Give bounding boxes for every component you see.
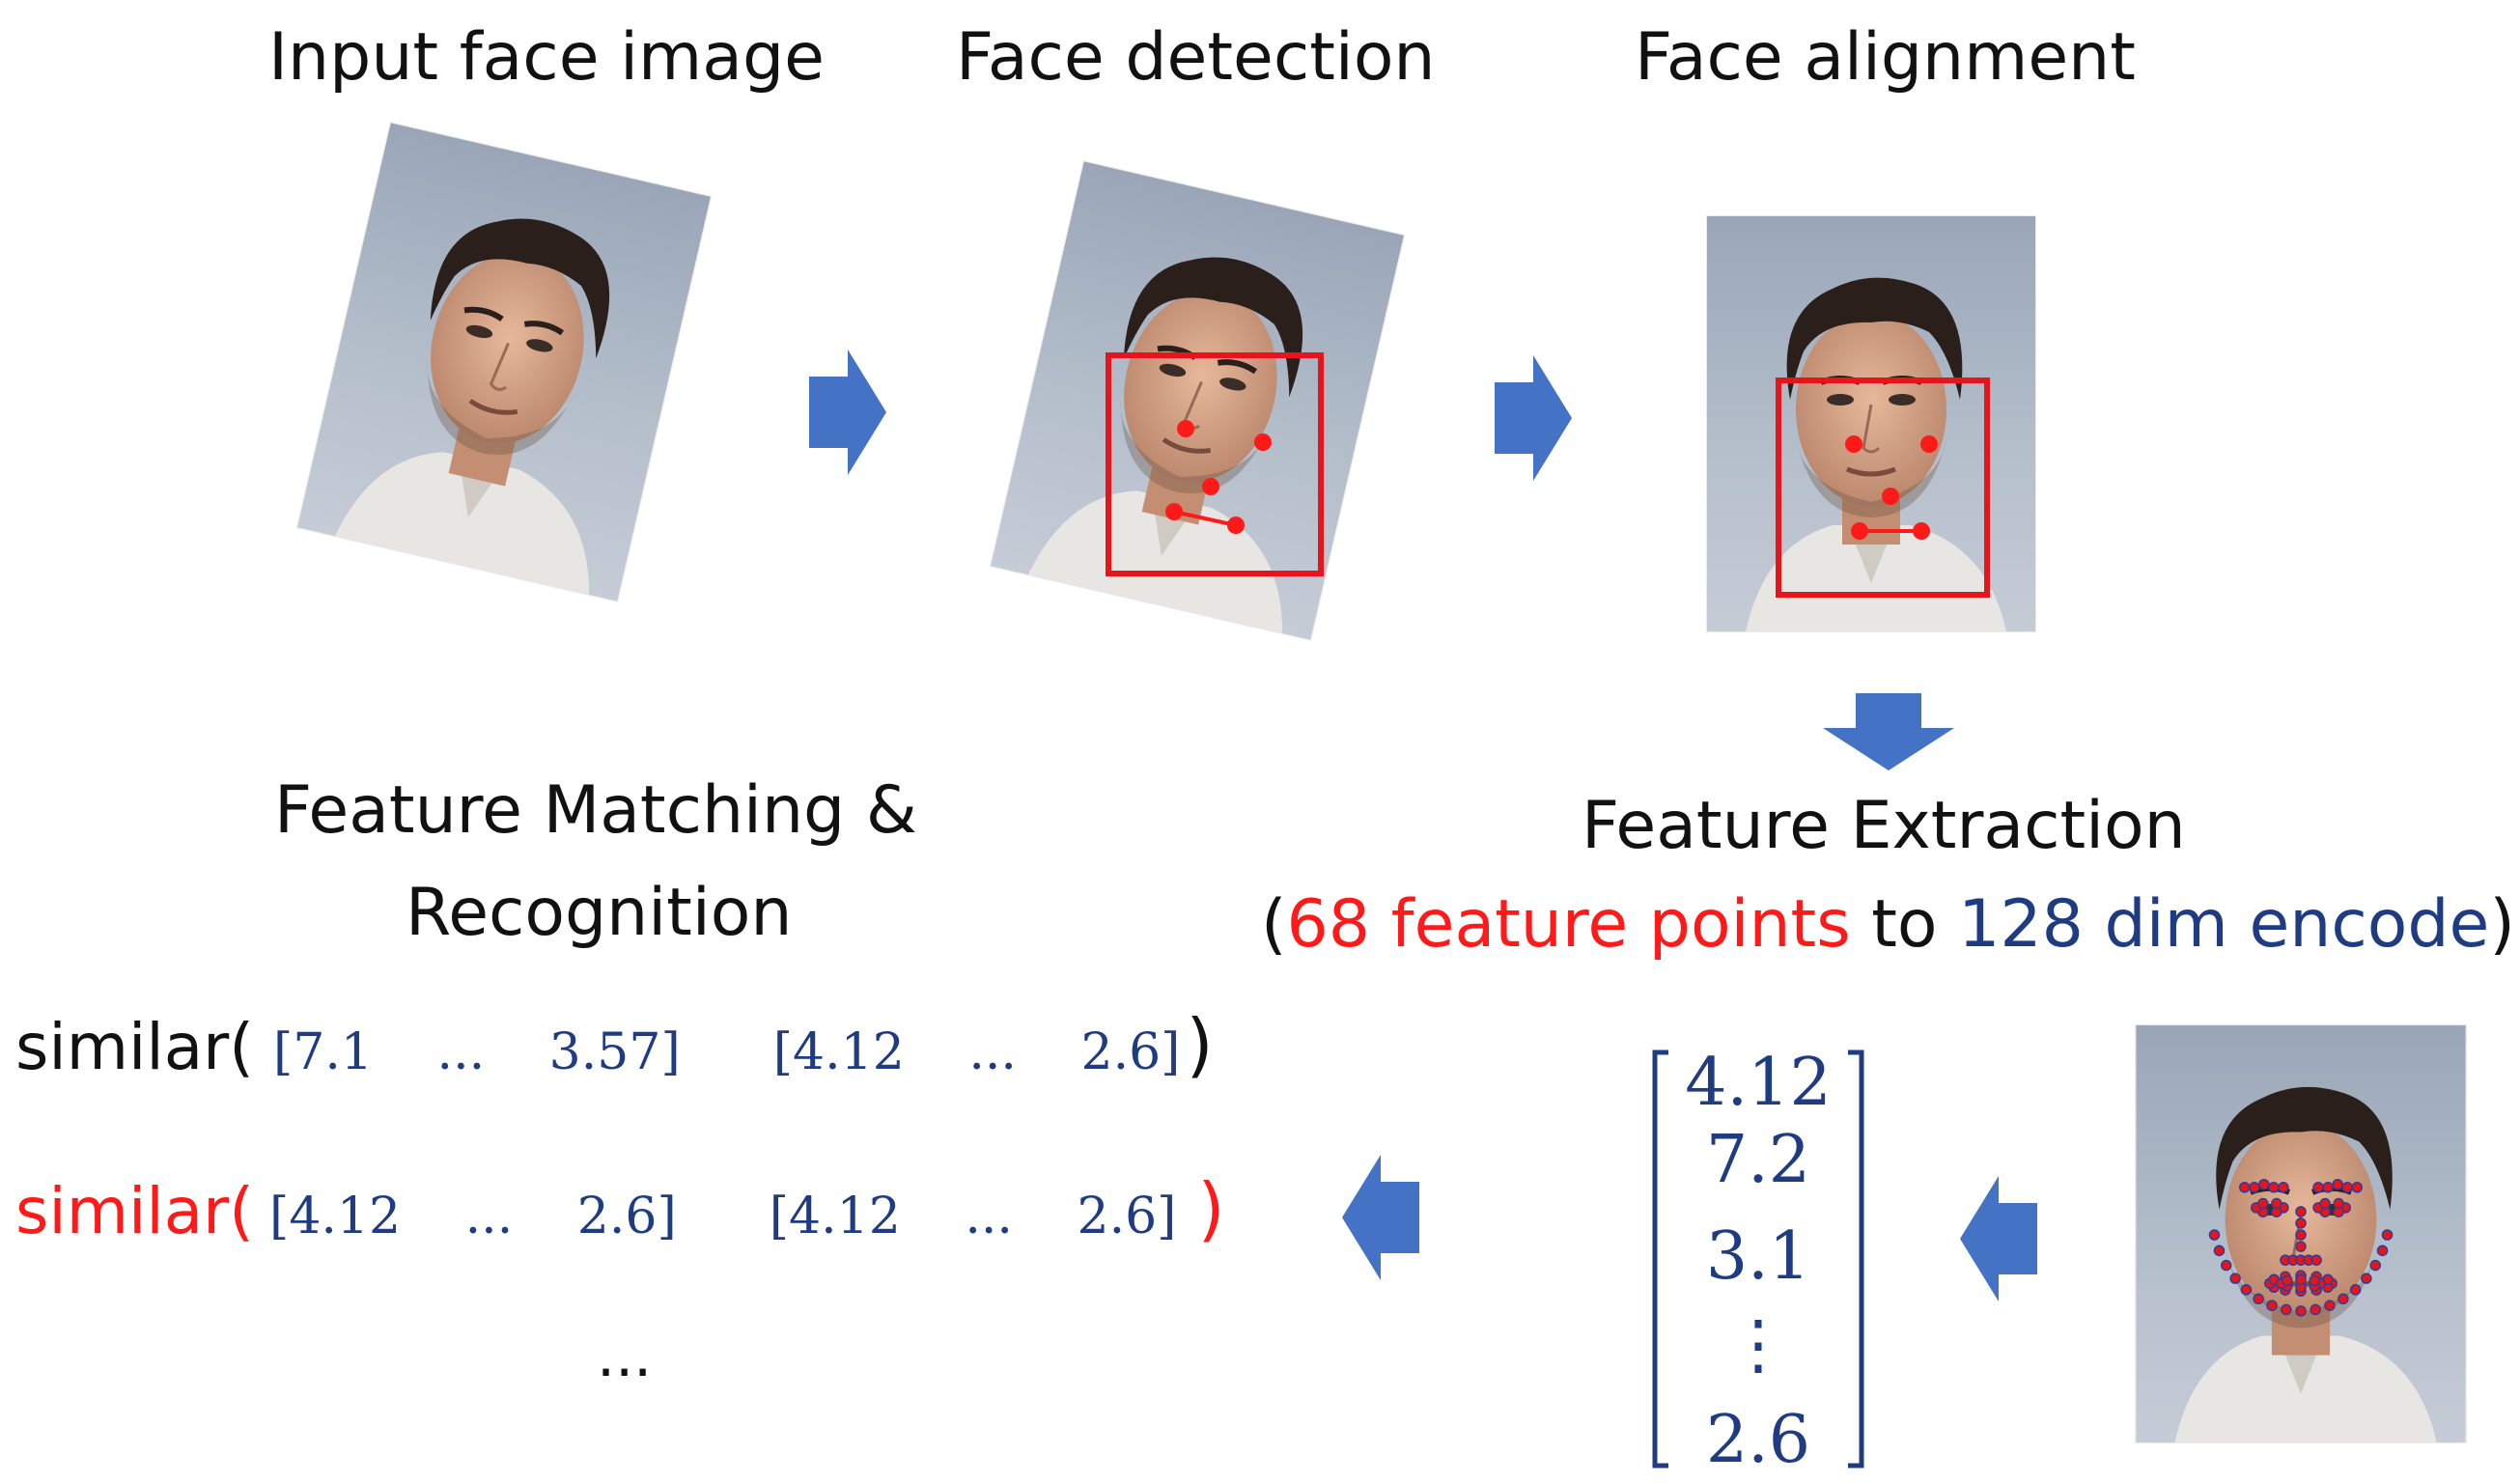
vector-b: [4.12 ... 2.6]	[773, 1023, 1181, 1081]
vector-a: [4.12 ... 2.6]	[269, 1188, 677, 1245]
close-paren: )	[1186, 1004, 1214, 1085]
landmark-point	[2376, 1245, 2389, 1257]
vec-dots: ...	[968, 1023, 1017, 1081]
ellipsis: ...	[597, 1323, 653, 1390]
face-bounding-box	[1106, 352, 1324, 576]
landmark-point	[2381, 1229, 2394, 1241]
vec-dots: ...	[464, 1188, 514, 1245]
landmark-point	[2238, 1182, 2251, 1193]
similar-func: similar(	[15, 1010, 255, 1084]
landmark-point	[2229, 1273, 2241, 1284]
landmark-point	[2295, 1305, 2307, 1317]
landmark-point	[2295, 1241, 2307, 1252]
vector-value: 2.6	[1706, 1402, 1810, 1471]
vector-value: ⋮	[1725, 1307, 1791, 1384]
landmark-nose	[1202, 478, 1219, 495]
landmark-point	[2249, 1182, 2260, 1193]
arrow-left-icon	[1342, 1155, 1419, 1280]
vector-value: 4.12	[1685, 1047, 1831, 1121]
landmark-point	[2257, 1197, 2269, 1210]
landmark-point	[2310, 1303, 2321, 1316]
landmark-point	[2258, 1178, 2270, 1190]
landmark-point	[2253, 1293, 2264, 1305]
landmark-point	[2333, 1197, 2344, 1210]
arrow-down-icon	[1823, 693, 1954, 770]
close-paren: )	[1197, 1168, 1225, 1249]
landmark-point	[2361, 1273, 2372, 1284]
vector-value: 3.1	[1706, 1218, 1810, 1295]
vector-value: 7.2	[1706, 1122, 1810, 1198]
paren-close: )	[2489, 886, 2515, 963]
landmark-point	[2213, 1245, 2226, 1257]
landmark-point	[2341, 1182, 2353, 1193]
encode-text: 128 dim encode	[1958, 886, 2490, 963]
landmark-nose	[1882, 488, 1899, 505]
landmark-point	[2268, 1182, 2280, 1193]
similar-func: similar(	[15, 1174, 255, 1248]
arrow-right-icon	[809, 350, 886, 475]
to-text: to	[1850, 886, 1959, 963]
landmark-point	[2295, 1217, 2307, 1229]
landmark-right-eye	[1254, 434, 1272, 451]
landmark-point	[2319, 1197, 2331, 1210]
vec-close: 2.6]	[1080, 1023, 1181, 1081]
vector-b: [4.12 ... 2.6]	[770, 1188, 1177, 1245]
landmark-point	[2312, 1182, 2324, 1193]
input-face-photo	[297, 123, 711, 601]
landmark-left-eye	[1845, 435, 1862, 453]
detection-overlay	[1106, 352, 1324, 576]
similarity-row-2: similar( [4.12 ... 2.6] [4.12 ... 2.6] )	[15, 1168, 1225, 1249]
landmark-point	[2295, 1229, 2307, 1241]
arrow-left-icon	[1960, 1176, 2037, 1301]
landmark-point	[2295, 1206, 2307, 1217]
landmark-point	[2324, 1300, 2336, 1311]
feature-extraction-subtitle: (68 feature points to 128 dim encode)	[1261, 886, 2515, 963]
landmark-point	[2278, 1182, 2289, 1193]
landmark-point	[2351, 1182, 2364, 1193]
landmark-point	[2295, 1273, 2307, 1285]
vec-open: [4.12	[772, 1023, 905, 1081]
landmark-point	[2281, 1303, 2292, 1316]
vector-a: [7.1 ... 3.57]	[273, 1023, 681, 1081]
landmark-point	[2309, 1274, 2320, 1287]
landmark-point	[2282, 1274, 2293, 1287]
input-face-image-title: Input face image	[268, 19, 825, 96]
landmark-right-eye	[1920, 435, 1938, 453]
face-bounding-box	[1776, 378, 1990, 598]
landmark-point	[2266, 1300, 2278, 1311]
landmark-point	[2220, 1259, 2232, 1272]
landmark-point	[2338, 1293, 2349, 1305]
landmark-left-eye	[1177, 420, 1194, 437]
vec-open: [7.1	[273, 1023, 374, 1081]
bracket-left	[1652, 1049, 1668, 1469]
landmark-overlay	[2208, 1178, 2394, 1317]
vec-open: [4.12	[769, 1188, 901, 1245]
vec-dots: ...	[436, 1023, 486, 1081]
feature-matching-title-line1: Feature Matching &	[274, 772, 917, 849]
similarity-row-1: similar( [7.1 ... 3.57] [4.12 ... 2.6] )	[15, 1004, 1214, 1085]
landmark-point	[2310, 1254, 2322, 1266]
feature-matching-title-line2: Recognition	[406, 875, 793, 951]
landmark-point	[2369, 1259, 2382, 1272]
landmark-point	[2322, 1182, 2334, 1193]
vec-close: 2.6]	[1077, 1188, 1177, 1245]
feature-vector: 4.12 7.2 3.1 ⋮ 2.6	[1652, 1047, 1864, 1471]
paren-open: (	[1261, 886, 1287, 963]
landmark-point	[2349, 1284, 2362, 1296]
landmark-point	[2208, 1229, 2221, 1241]
face-alignment-title: Face alignment	[1635, 19, 2136, 96]
feature-extraction-title: Feature Extraction	[1582, 788, 2186, 864]
vec-open: [4.12	[269, 1188, 402, 1245]
vec-close: 3.57]	[548, 1023, 681, 1081]
vec-dots: ...	[965, 1188, 1013, 1245]
landmark-point	[2271, 1197, 2282, 1210]
face-detection-title: Face detection	[956, 19, 1436, 96]
alignment-overlay	[1776, 378, 1990, 598]
feature-points-text: 68 feature points	[1286, 886, 1851, 963]
vec-close: 2.6]	[576, 1188, 677, 1245]
landmark-point	[2332, 1178, 2343, 1190]
landmark-point	[2240, 1284, 2253, 1296]
arrow-right-icon	[1495, 355, 1572, 481]
bracket-right	[1848, 1049, 1864, 1469]
